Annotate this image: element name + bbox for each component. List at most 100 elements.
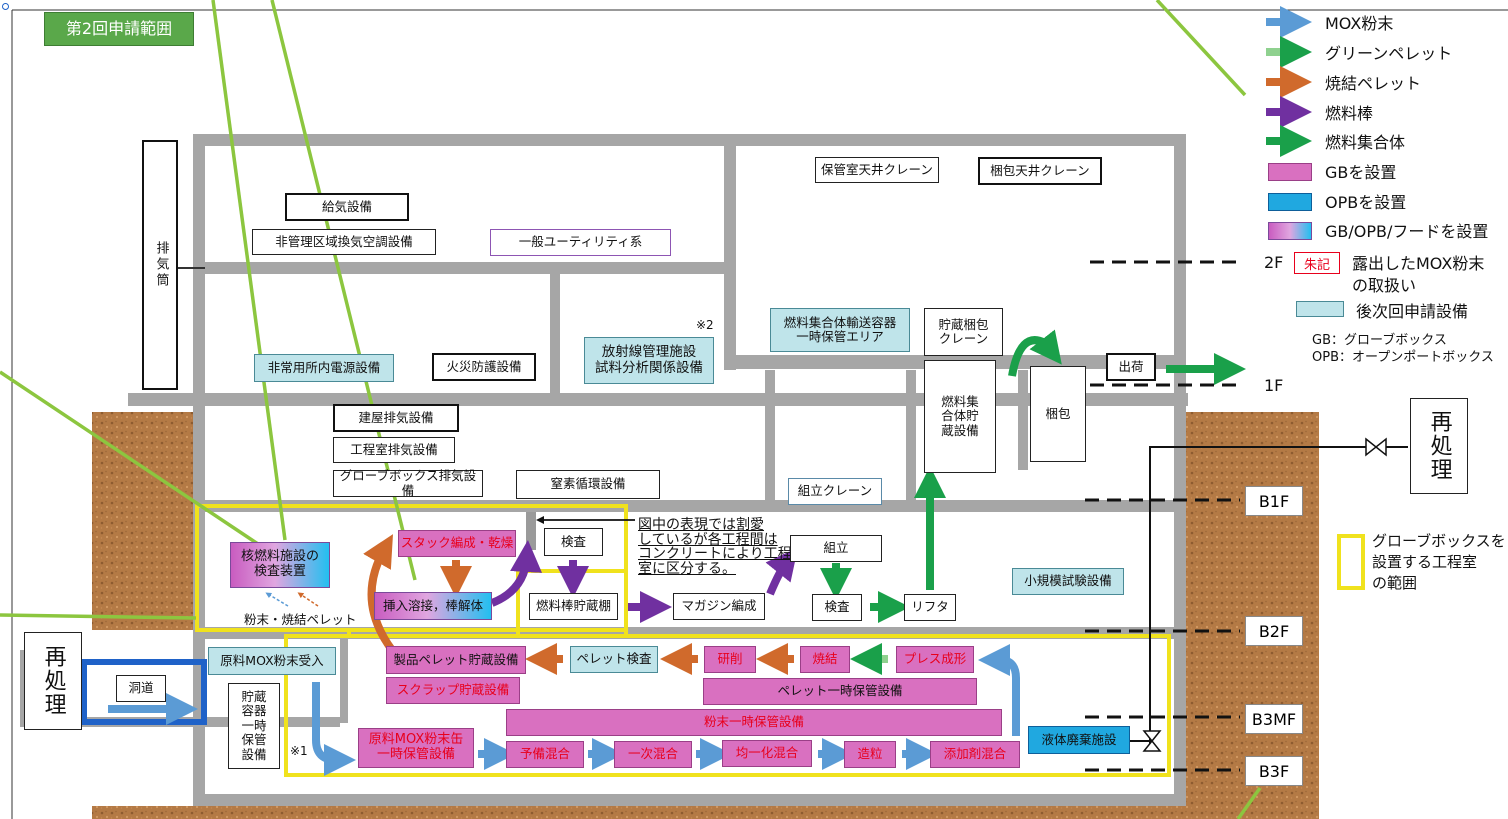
legend-gb-opb-hood: GB/OPB/フードを設置	[1325, 222, 1489, 241]
can-storage-label-1: 原料MOX粉末缶	[368, 732, 464, 748]
liquid-waste-box: 液体廃棄施設	[1028, 726, 1130, 754]
assembly-storage-box: 燃料集 合体貯 蔵設備	[924, 360, 996, 473]
product-pellet-box: 製品ペレット貯蔵設備	[386, 646, 526, 674]
legend-yellow-2: 設置する工程室	[1372, 553, 1478, 571]
inspection-assembly-box: 検査	[812, 594, 862, 621]
legend-gb-abbr: GB：グローブボックス	[1312, 333, 1447, 348]
reprocess-pipe	[1149, 446, 1368, 748]
legend-later-swatch	[1296, 301, 1344, 317]
shipping-box: 出荷	[1106, 353, 1156, 381]
sample-pellet-arrow	[297, 592, 319, 607]
primary-mix-box: 一次混合	[614, 741, 692, 768]
storage-crane-box: 保管室天井クレーン	[815, 157, 939, 183]
legend-green-pellet: グリーンペレット	[1325, 44, 1453, 63]
legend-red-desc: 露出したMOX粉末	[1352, 254, 1485, 273]
gb-exhaust-box: グローブボックス排気設備	[333, 468, 483, 497]
assembly-box: 組立	[790, 535, 882, 562]
sintering-box: 焼結	[800, 646, 850, 673]
note-2: ※2	[696, 318, 714, 332]
valve-icon	[1365, 437, 1387, 457]
uncontrolled-hvac-box: 非管理区域換気空調設備	[252, 229, 436, 255]
radiation-box: 放射線管理施設 試料分析関係設備	[584, 337, 714, 384]
legend-later: 後次回申請設備	[1356, 302, 1469, 321]
inspection-device-label-2: 検査装置	[253, 564, 306, 579]
legend-fuel-rod: 燃料棒	[1325, 104, 1374, 123]
powder-pellet-label: 粉末・焼結ペレット	[244, 612, 357, 627]
legend-opb: OPBを設置	[1325, 193, 1407, 212]
grinding-box: 研削	[704, 646, 756, 673]
reprocessing-right: 再処理	[1410, 398, 1468, 494]
pellet-temp-storage-box: ペレット一時保管設備	[703, 678, 977, 705]
sintered-pellet-arrows	[363, 534, 794, 675]
corner-mark	[2, 3, 9, 10]
process-exhaust-box: 工程室排気設備	[333, 437, 455, 463]
partition-note-line-3: コンクリートにより工程	[638, 546, 792, 563]
legend-opb-swatch	[1268, 193, 1312, 211]
can-storage-label-2: 一時保管設備	[376, 747, 455, 762]
partition-note-line-2: しているが各工程間は	[638, 531, 778, 548]
homogenize-box: 均一化混合	[722, 740, 812, 767]
storage-pack-crane-label-2: クレーン	[938, 331, 989, 346]
legend-mox-powder: MOX粉末	[1325, 14, 1394, 33]
legend-yellow-1: グローブボックスを	[1372, 532, 1506, 550]
emergency-power-box: 非常用所内電源設備	[254, 354, 394, 382]
partition-note-line-4: 室に区分する。	[638, 561, 736, 578]
powder-temp-storage-box: 粉末一時保管設備	[506, 709, 1002, 736]
storage-pack-crane-label-1: 貯蔵梱包	[938, 316, 989, 332]
packing-crane-box: 梱包天井クレーン	[978, 157, 1102, 185]
inspection-device-box: 核燃料施設の 検査装置	[230, 542, 330, 588]
packing-box: 梱包	[1030, 366, 1086, 462]
storage-container-label-3: 一時	[241, 717, 267, 733]
reprocessing-left: 再処理	[24, 632, 82, 730]
floor-label-b1f: B1F	[1245, 486, 1303, 516]
small-test-box: 小規模試験設備	[1012, 568, 1124, 595]
lifter-box: リフタ	[904, 594, 956, 621]
legend-sintered-pellet: 焼結ペレット	[1325, 74, 1422, 93]
partition-marker	[526, 512, 536, 550]
magazine-box: マガジン編成	[673, 593, 765, 620]
legend-fuel-assembly: 燃料集合体	[1325, 133, 1406, 152]
storage-container-box: 貯蔵 容器 一時 保管 設備	[228, 683, 280, 769]
pellet-inspection-box: ペレット検査	[570, 646, 658, 673]
mox-powder-arrows	[312, 644, 1020, 776]
pre-mix-box: 予備混合	[506, 741, 584, 768]
note-1: ※1	[290, 744, 308, 758]
building-walls	[20, 134, 1188, 806]
legend-gradient-swatch	[1268, 222, 1312, 240]
floor-label-1f: 1F	[1264, 376, 1284, 395]
legend-opb-abbr: OPB：オープンポートボックス	[1312, 350, 1494, 365]
insert-weld-box: 挿入溶接，棒解体	[374, 592, 492, 620]
legend-gb-swatch	[1268, 163, 1312, 181]
additive-mix-box: 添加剤混合	[930, 741, 1020, 768]
pressing-box: プレス成形	[896, 646, 974, 673]
nitrogen-box: 窒素循環設備	[516, 470, 660, 499]
building-exhaust-box: 建屋排気設備	[333, 404, 459, 432]
legend-yellow-swatch	[1337, 534, 1365, 590]
legend-red-tag: 朱記	[1294, 252, 1340, 274]
partition-note-line-1: 図中の表現では割愛	[638, 517, 764, 533]
assembly-container-box: 燃料集合体輸送容器 一時保管エリア	[770, 308, 910, 352]
fire-protection-box: 火災防護設備	[432, 353, 536, 381]
assembly-container-label-2: 一時保管エリア	[796, 329, 884, 344]
partition-note: 図中の表現では割愛 しているが各工程間は コンクリートにより工程 室に区分する。	[638, 518, 792, 577]
supply-air-box: 給気設備	[285, 193, 409, 221]
storage-pack-crane-box: 貯蔵梱包 クレーン	[924, 308, 1003, 356]
assembly-container-label-1: 燃料集合体輸送容器	[783, 314, 897, 330]
valve-icon-lower	[1142, 730, 1162, 752]
legend-arrows	[1266, 6, 1312, 157]
tunnel-frame	[81, 659, 207, 725]
utility-box: 一般ユーティリティ系	[490, 229, 671, 256]
inspection-top-box: 検査	[544, 528, 603, 556]
storage-container-label-5: 設備	[241, 746, 267, 762]
floor-label-b2f: B2F	[1245, 616, 1303, 646]
legend-yellow-3: の範囲	[1372, 574, 1418, 592]
floor-label-b3mf: B3MF	[1245, 704, 1303, 734]
floor-lines	[1085, 260, 1240, 772]
inspection-device-label-1: 核燃料施設の	[240, 549, 319, 565]
assembly-storage-label-2: 合体貯	[941, 408, 979, 424]
floor-label-2f: 2F	[1264, 253, 1284, 272]
rod-storage-box: 燃料棒貯蔵棚	[529, 593, 618, 620]
tunnel-box: 洞道	[116, 675, 166, 702]
legend-red-desc-2: の取扱い	[1352, 276, 1417, 295]
